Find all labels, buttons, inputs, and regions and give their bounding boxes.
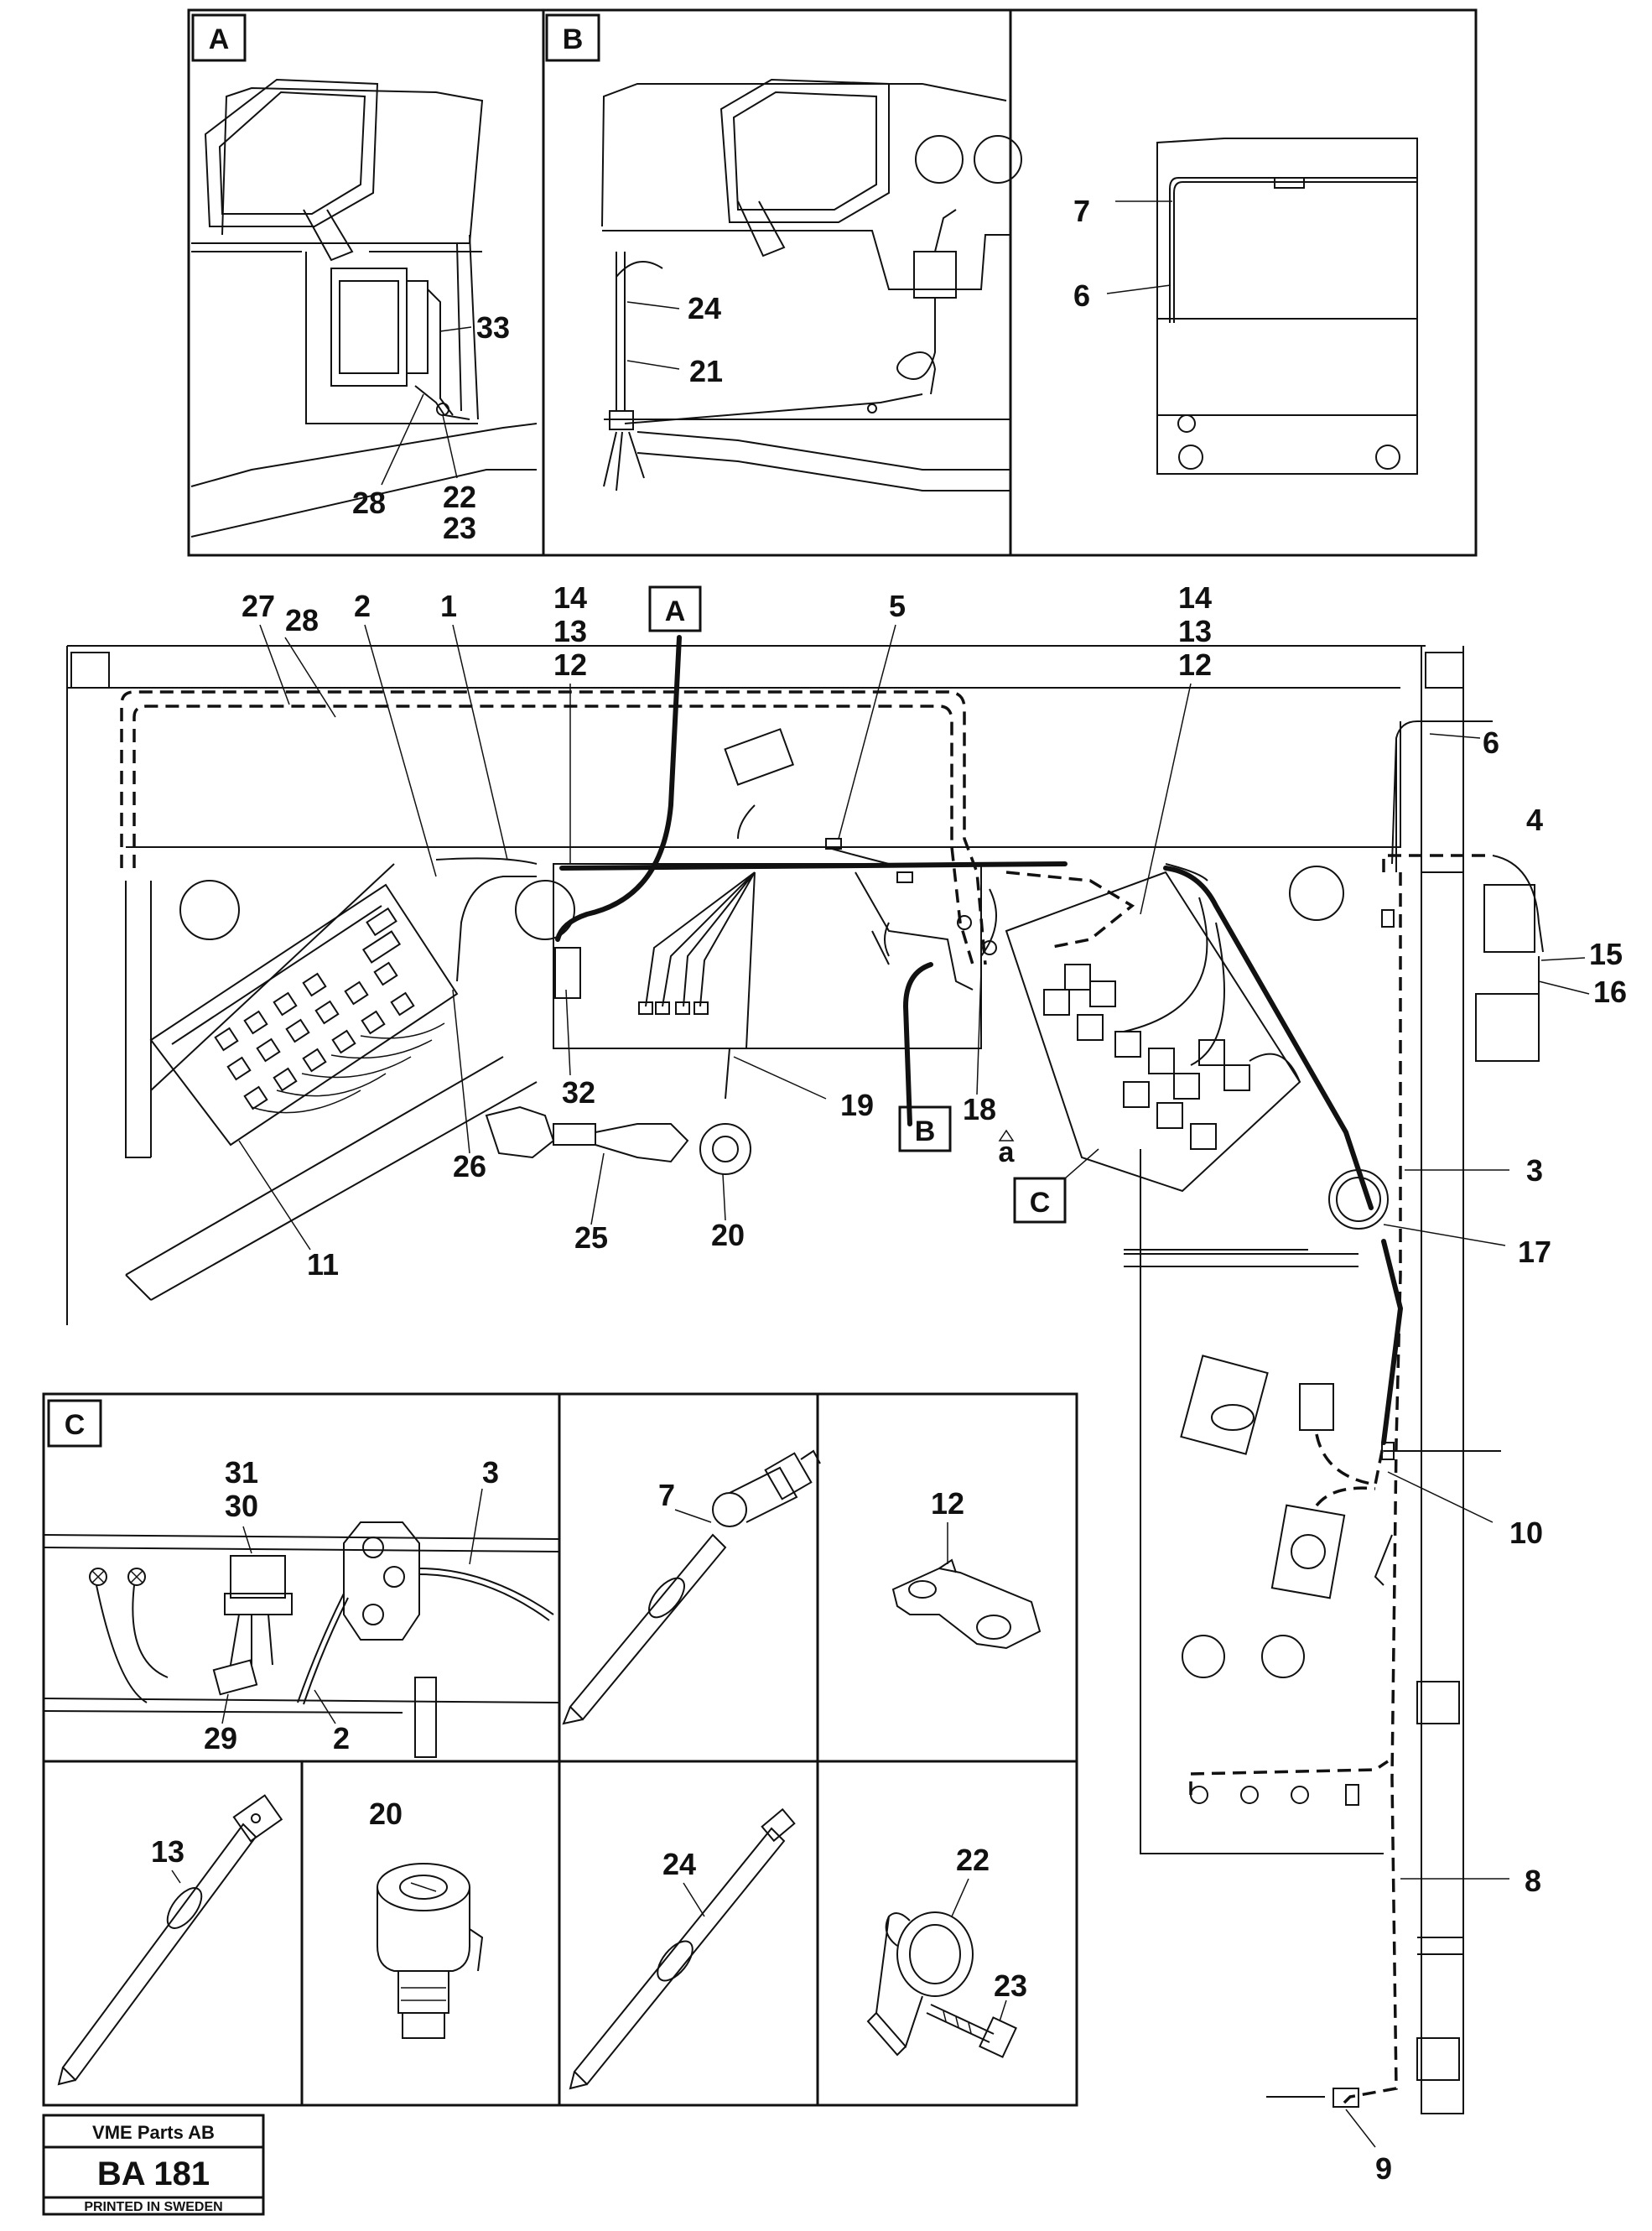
callout-3-panel-c: 3 [482,1455,499,1490]
svg-text:A: A [665,595,686,627]
callout-22-panel-a: 22 [443,480,476,514]
stamp-code: BA 181 [97,2156,210,2192]
callout-3: 3 [1526,1153,1543,1188]
fuse-board [149,883,459,1147]
detail-panel-13: 13 [57,1794,283,2086]
callout-27: 27 [242,589,275,623]
detail-panel-c: C 3 31 30 29 [43,1399,560,1758]
callout-19: 19 [840,1088,874,1122]
callout-12: 12 [553,647,587,682]
callout-15: 15 [1589,937,1623,971]
callout-23-panel-a: 23 [443,511,476,545]
callout-24: 24 [662,1847,696,1881]
callout-2-panel-c: 2 [333,1721,350,1755]
callout-20: 20 [711,1218,745,1252]
callout-25: 25 [574,1220,608,1255]
callout-4: 4 [1526,803,1543,837]
detail-panel-side: 7 6 [1073,138,1418,475]
view-letter-b-box: B [898,1105,952,1152]
callout-20-detail: 20 [369,1797,403,1831]
callout-26: 26 [453,1149,486,1183]
panel-b-letter: B [563,23,584,55]
detail-panel-7: 7 [562,1449,821,1725]
callout-18: 18 [963,1092,996,1126]
panel-c-letter: C [65,1409,86,1441]
callout-33: 33 [476,310,510,345]
callout-13: 13 [553,614,587,648]
callout-12-detail: 12 [931,1486,964,1521]
callout-7-side-panel: 7 [1073,194,1090,228]
detail-panel-b: B 24 21 [545,13,1022,491]
callout-7: 7 [658,1478,675,1512]
callout-14: 14 [553,580,587,615]
callout-24-panel-b: 24 [688,291,721,325]
callout-9: 9 [1375,2151,1392,2186]
callout-22: 22 [956,1843,990,1877]
callout-11: 11 [307,1247,339,1282]
view-arrow-a-label: a [999,1136,1016,1168]
callout-16: 16 [1593,975,1627,1009]
switch-25 [485,1048,751,1175]
view-letter-a-box: A [648,585,702,632]
callout-6-side-panel: 6 [1073,278,1090,313]
top-detail-panels: A 33 28 22 23 [187,8,1478,557]
view-letter-c-box: C [1013,1148,1099,1224]
detail-panel-22-23: 22 23 [866,1843,1027,2058]
detail-panel-20: 20 [369,1797,484,2039]
detail-panel-a: A 33 28 22 23 [190,13,538,545]
callout-13-right: 13 [1178,614,1212,648]
callout-21: 21 [689,354,723,388]
detail-panel-24: 24 [569,1807,796,2090]
panel-a-letter: A [209,23,230,55]
callout-6: 6 [1483,725,1499,760]
callout-28-panel-a: 28 [352,486,386,520]
callout-8: 8 [1525,1864,1541,1898]
main-harness-view: A B C a 27 28 2 1 14 13 12 5 14 13 12 6 [66,580,1627,2186]
callout-23: 23 [994,1968,1027,2003]
callout-13: 13 [151,1834,184,1869]
stamp-company: VME Parts AB [92,2122,215,2143]
callout-29: 29 [204,1721,237,1755]
callout-32: 32 [562,1075,595,1110]
bottom-detail-panels: C 3 31 30 29 [42,1392,1078,2107]
callout-30: 30 [225,1489,258,1523]
callout-17: 17 [1518,1235,1551,1269]
callout-1: 1 [440,589,457,623]
svg-text:B: B [915,1116,936,1147]
detail-panel-12: 12 [891,1486,1042,1650]
svg-text:C: C [1030,1187,1051,1219]
parts-stamp: VME Parts AB BA 181 PRINTED IN SWEDEN [42,2114,265,2216]
callout-5: 5 [889,589,906,623]
stamp-printed: PRINTED IN SWEDEN [84,2200,222,2214]
callout-2: 2 [354,589,371,623]
callout-12-right: 12 [1178,647,1212,682]
callout-10: 10 [1509,1516,1543,1550]
callout-14-right: 14 [1178,580,1212,615]
callout-28: 28 [285,603,319,637]
callout-31: 31 [225,1455,258,1490]
